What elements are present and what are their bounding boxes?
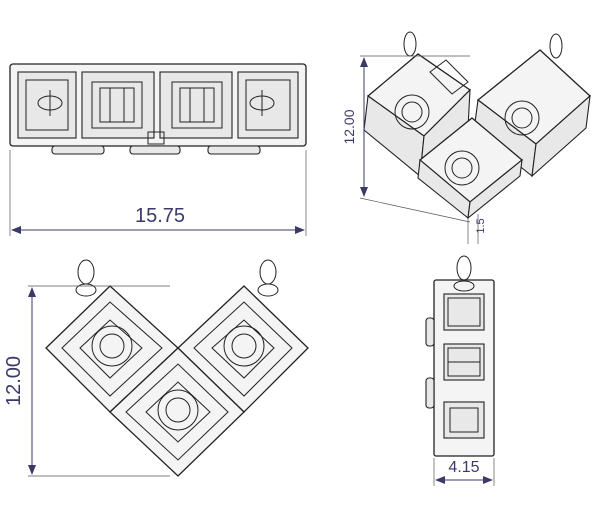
- dimension-label-15-75: 15.75: [135, 205, 185, 227]
- dimension-label-4-15: 4.15: [448, 459, 479, 476]
- dimension-label-front-12-00: 12.00: [3, 356, 25, 406]
- dimension-depth-side: 4.15: [433, 458, 495, 486]
- dimension-label-iso-1-5: 1.5: [475, 218, 487, 233]
- isometric-view: [363, 31, 591, 220]
- dimension-height-front: 12.00: [3, 285, 170, 477]
- dimension-width-top: 15.75: [9, 150, 307, 236]
- front-view: [45, 259, 309, 477]
- top-view: [9, 63, 307, 155]
- side-view: [425, 255, 495, 457]
- dimension-height-iso: 12.00 1.5: [341, 55, 487, 244]
- dimension-label-iso-12-00: 12.00: [341, 109, 357, 144]
